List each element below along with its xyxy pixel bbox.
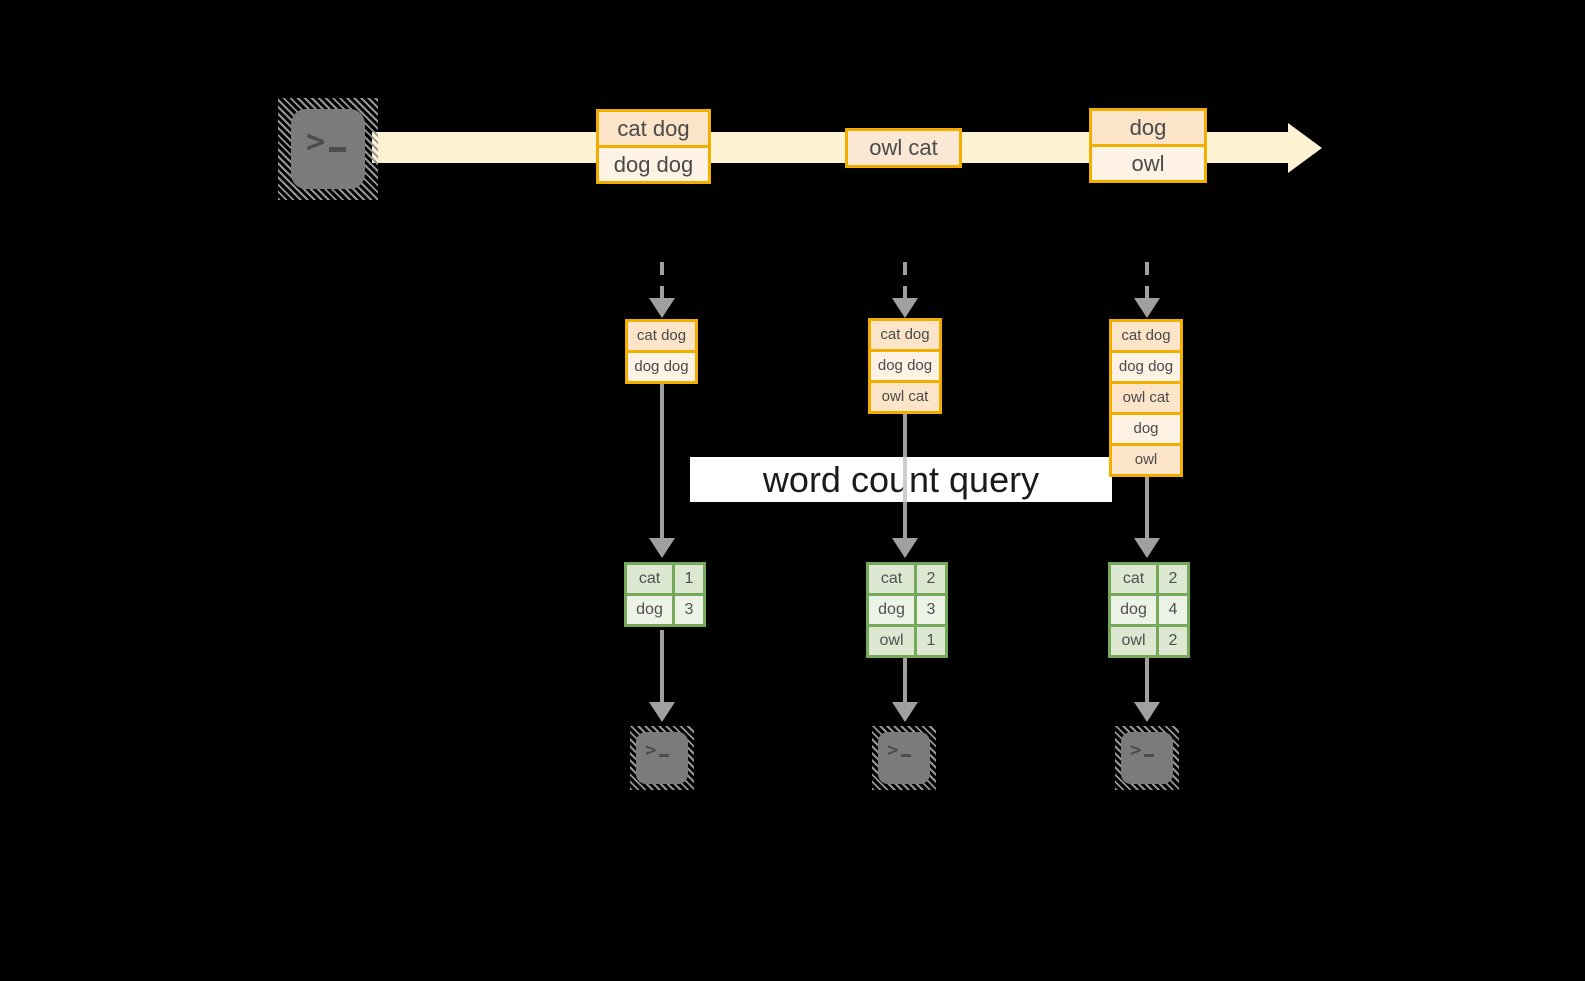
stream-record: owl [1092,144,1204,180]
terminal-prompt-icon: > [645,741,670,760]
dashed-arrow-line-col3 [1145,262,1149,300]
sink-arrow-head-col3 [1134,702,1160,722]
table-row: cat 1 [627,565,703,593]
word-cell: owl [879,632,904,649]
terminal-screen: > [636,732,688,784]
query-banner: word count query [690,457,1112,502]
sink-terminal-icon-col1: > [630,726,694,790]
table-row: owl 2 [1111,624,1187,655]
word-cell: dog [1120,601,1147,618]
sink-terminal-icon-col2: > [872,726,936,790]
count-cell: 3 [914,596,945,624]
snapshot-record: dog dog [628,350,695,381]
sink-arrow-line-col2 [903,658,907,704]
table-row: dog 4 [1111,593,1187,624]
table-row: cat 2 [869,565,945,593]
snapshot-record: cat dog [1112,322,1180,350]
sink-arrow-head-col2 [892,702,918,722]
table-row: cat 2 [1111,565,1187,593]
snapshot-stack-col1: cat dog dog dog [625,319,698,384]
dashed-arrow-head-col2 [892,298,918,318]
count-cell: 3 [672,596,703,624]
query-arrow-head-col3 [1134,538,1160,558]
count-cell: 2 [1156,627,1187,655]
word-cell: cat [1122,570,1145,587]
sink-arrow-line-col1 [660,630,664,704]
count-table-col1: cat 1 dog 3 [624,562,706,627]
count-cell: 2 [1156,565,1187,593]
snapshot-record: owl [1112,443,1180,474]
table-row: dog 3 [627,593,703,624]
terminal-prompt-icon: > [887,741,912,760]
dashed-arrow-line-col2 [903,262,907,300]
snapshot-stack-col2: cat dog dog dog owl cat [868,318,942,414]
dashed-arrow-head-col1 [649,298,675,318]
snapshot-record: cat dog [871,321,939,349]
count-cell: 1 [914,627,945,655]
count-table-col3: cat 2 dog 4 owl 2 [1108,562,1190,658]
snapshot-record: dog dog [871,349,939,380]
table-row: owl 1 [869,624,945,655]
stream-event-2: owl cat [845,128,962,168]
dashed-arrow-head-col3 [1134,298,1160,318]
terminal-prompt-icon: > [1130,741,1155,760]
snapshot-record: cat dog [628,322,695,350]
cursor-underscore [329,147,347,152]
cursor-underscore [659,754,670,757]
source-terminal-icon: > [278,98,378,200]
count-table-col2: cat 2 dog 3 owl 1 [866,562,948,658]
word-cell: dog [636,601,663,618]
word-cell: owl [1121,632,1146,649]
word-cell: cat [880,570,903,587]
snapshot-stack-col3: cat dog dog dog owl cat dog owl [1109,319,1183,477]
snapshot-record: dog [1112,412,1180,443]
dashed-arrow-line-col1 [660,262,664,300]
query-arrow-line-col3 [1145,477,1149,540]
count-cell: 4 [1156,596,1187,624]
word-cell: dog [878,601,905,618]
word-cell: cat [638,570,661,587]
table-row: dog 3 [869,593,945,624]
terminal-screen: > [1121,732,1173,784]
stream-event-1: cat dog dog dog [596,109,711,184]
stream-record: cat dog [599,112,708,145]
terminal-screen: > [878,732,930,784]
count-cell: 2 [914,565,945,593]
terminal-prompt-icon: > [306,125,347,157]
cursor-underscore [901,754,912,757]
snapshot-record: dog dog [1112,350,1180,381]
arrow-through-banner [903,457,907,502]
snapshot-record: owl cat [871,380,939,411]
sink-arrow-line-col3 [1145,658,1149,704]
sink-terminal-icon-col3: > [1115,726,1179,790]
stream-record: dog [1092,111,1204,144]
count-cell: 1 [672,565,703,593]
terminal-screen: > [291,109,365,189]
query-arrow-head-col2 [892,538,918,558]
query-arrow-head-col1 [649,538,675,558]
stream-event-3: dog owl [1089,108,1207,183]
stream-record: dog dog [599,145,708,181]
cursor-underscore [1144,754,1155,757]
stream-record: owl cat [848,131,959,165]
stream-arrowhead-icon [1288,123,1322,173]
snapshot-record: owl cat [1112,381,1180,412]
query-arrow-line-col1 [660,384,664,540]
sink-arrow-head-col1 [649,702,675,722]
query-banner-label: word count query [762,458,1040,500]
